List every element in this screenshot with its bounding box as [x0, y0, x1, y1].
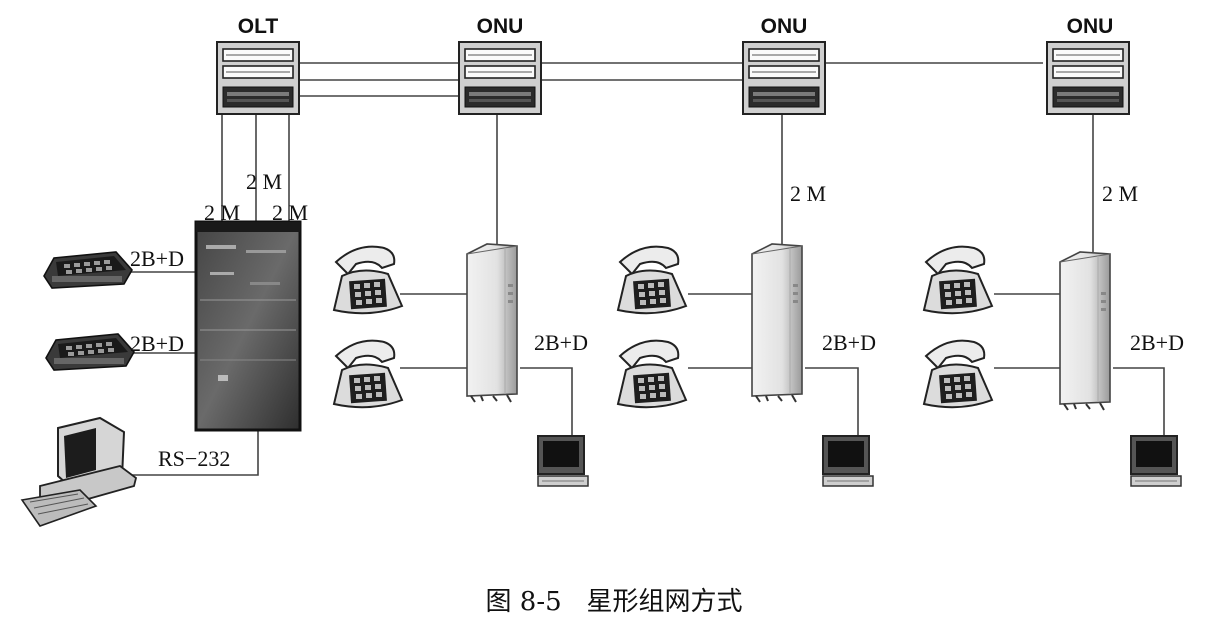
figure-caption: 图 8-5 星形组网方式	[486, 587, 743, 617]
onu-cabinet-icon	[751, 243, 803, 403]
switch-cabinet-icon	[194, 220, 302, 432]
rate-label-2m: 2 M	[204, 200, 240, 225]
rate-label-2bd: 2B+D	[822, 330, 876, 355]
rate-label-2m: 2 M	[790, 181, 826, 206]
monitor-icon	[537, 435, 589, 487]
onu-label-3: ONU	[1067, 15, 1114, 38]
rate-label-2bd: 2B+D	[1130, 330, 1184, 355]
monitor-icon	[1130, 435, 1182, 487]
onu-unit-icon	[742, 41, 826, 115]
rate-label-2m: 2 M	[1102, 181, 1138, 206]
rate-label-2m: 2 M	[246, 169, 282, 194]
telephone-icon	[333, 245, 403, 315]
computer-workstation-icon	[20, 416, 138, 527]
olt-rack-icon	[216, 41, 300, 115]
isdn-terminal-icon	[43, 251, 133, 289]
telephone-icon	[923, 245, 993, 315]
telephone-icon	[923, 339, 993, 409]
onu-unit-icon	[458, 41, 542, 115]
connection-lines	[125, 62, 1165, 476]
telephone-icon	[617, 339, 687, 409]
olt-label: OLT	[238, 15, 279, 38]
onu-label-2: ONU	[761, 15, 808, 38]
monitor-icon	[822, 435, 874, 487]
onu-unit-icon	[1046, 41, 1130, 115]
onu-cabinet-icon	[1059, 251, 1111, 411]
telephone-icon	[617, 245, 687, 315]
telephone-icon	[333, 339, 403, 409]
rate-label-2bd: 2B+D	[534, 330, 588, 355]
rate-label-2m: 2 M	[272, 200, 308, 225]
rs232-label: RS−232	[158, 446, 230, 471]
isdn-terminal-icon	[45, 333, 135, 371]
onu-cabinet-icon	[466, 243, 518, 403]
onu-label-1: ONU	[477, 15, 524, 38]
rate-label-2bd: 2B+D	[130, 331, 184, 356]
rate-label-2bd: 2B+D	[130, 246, 184, 271]
